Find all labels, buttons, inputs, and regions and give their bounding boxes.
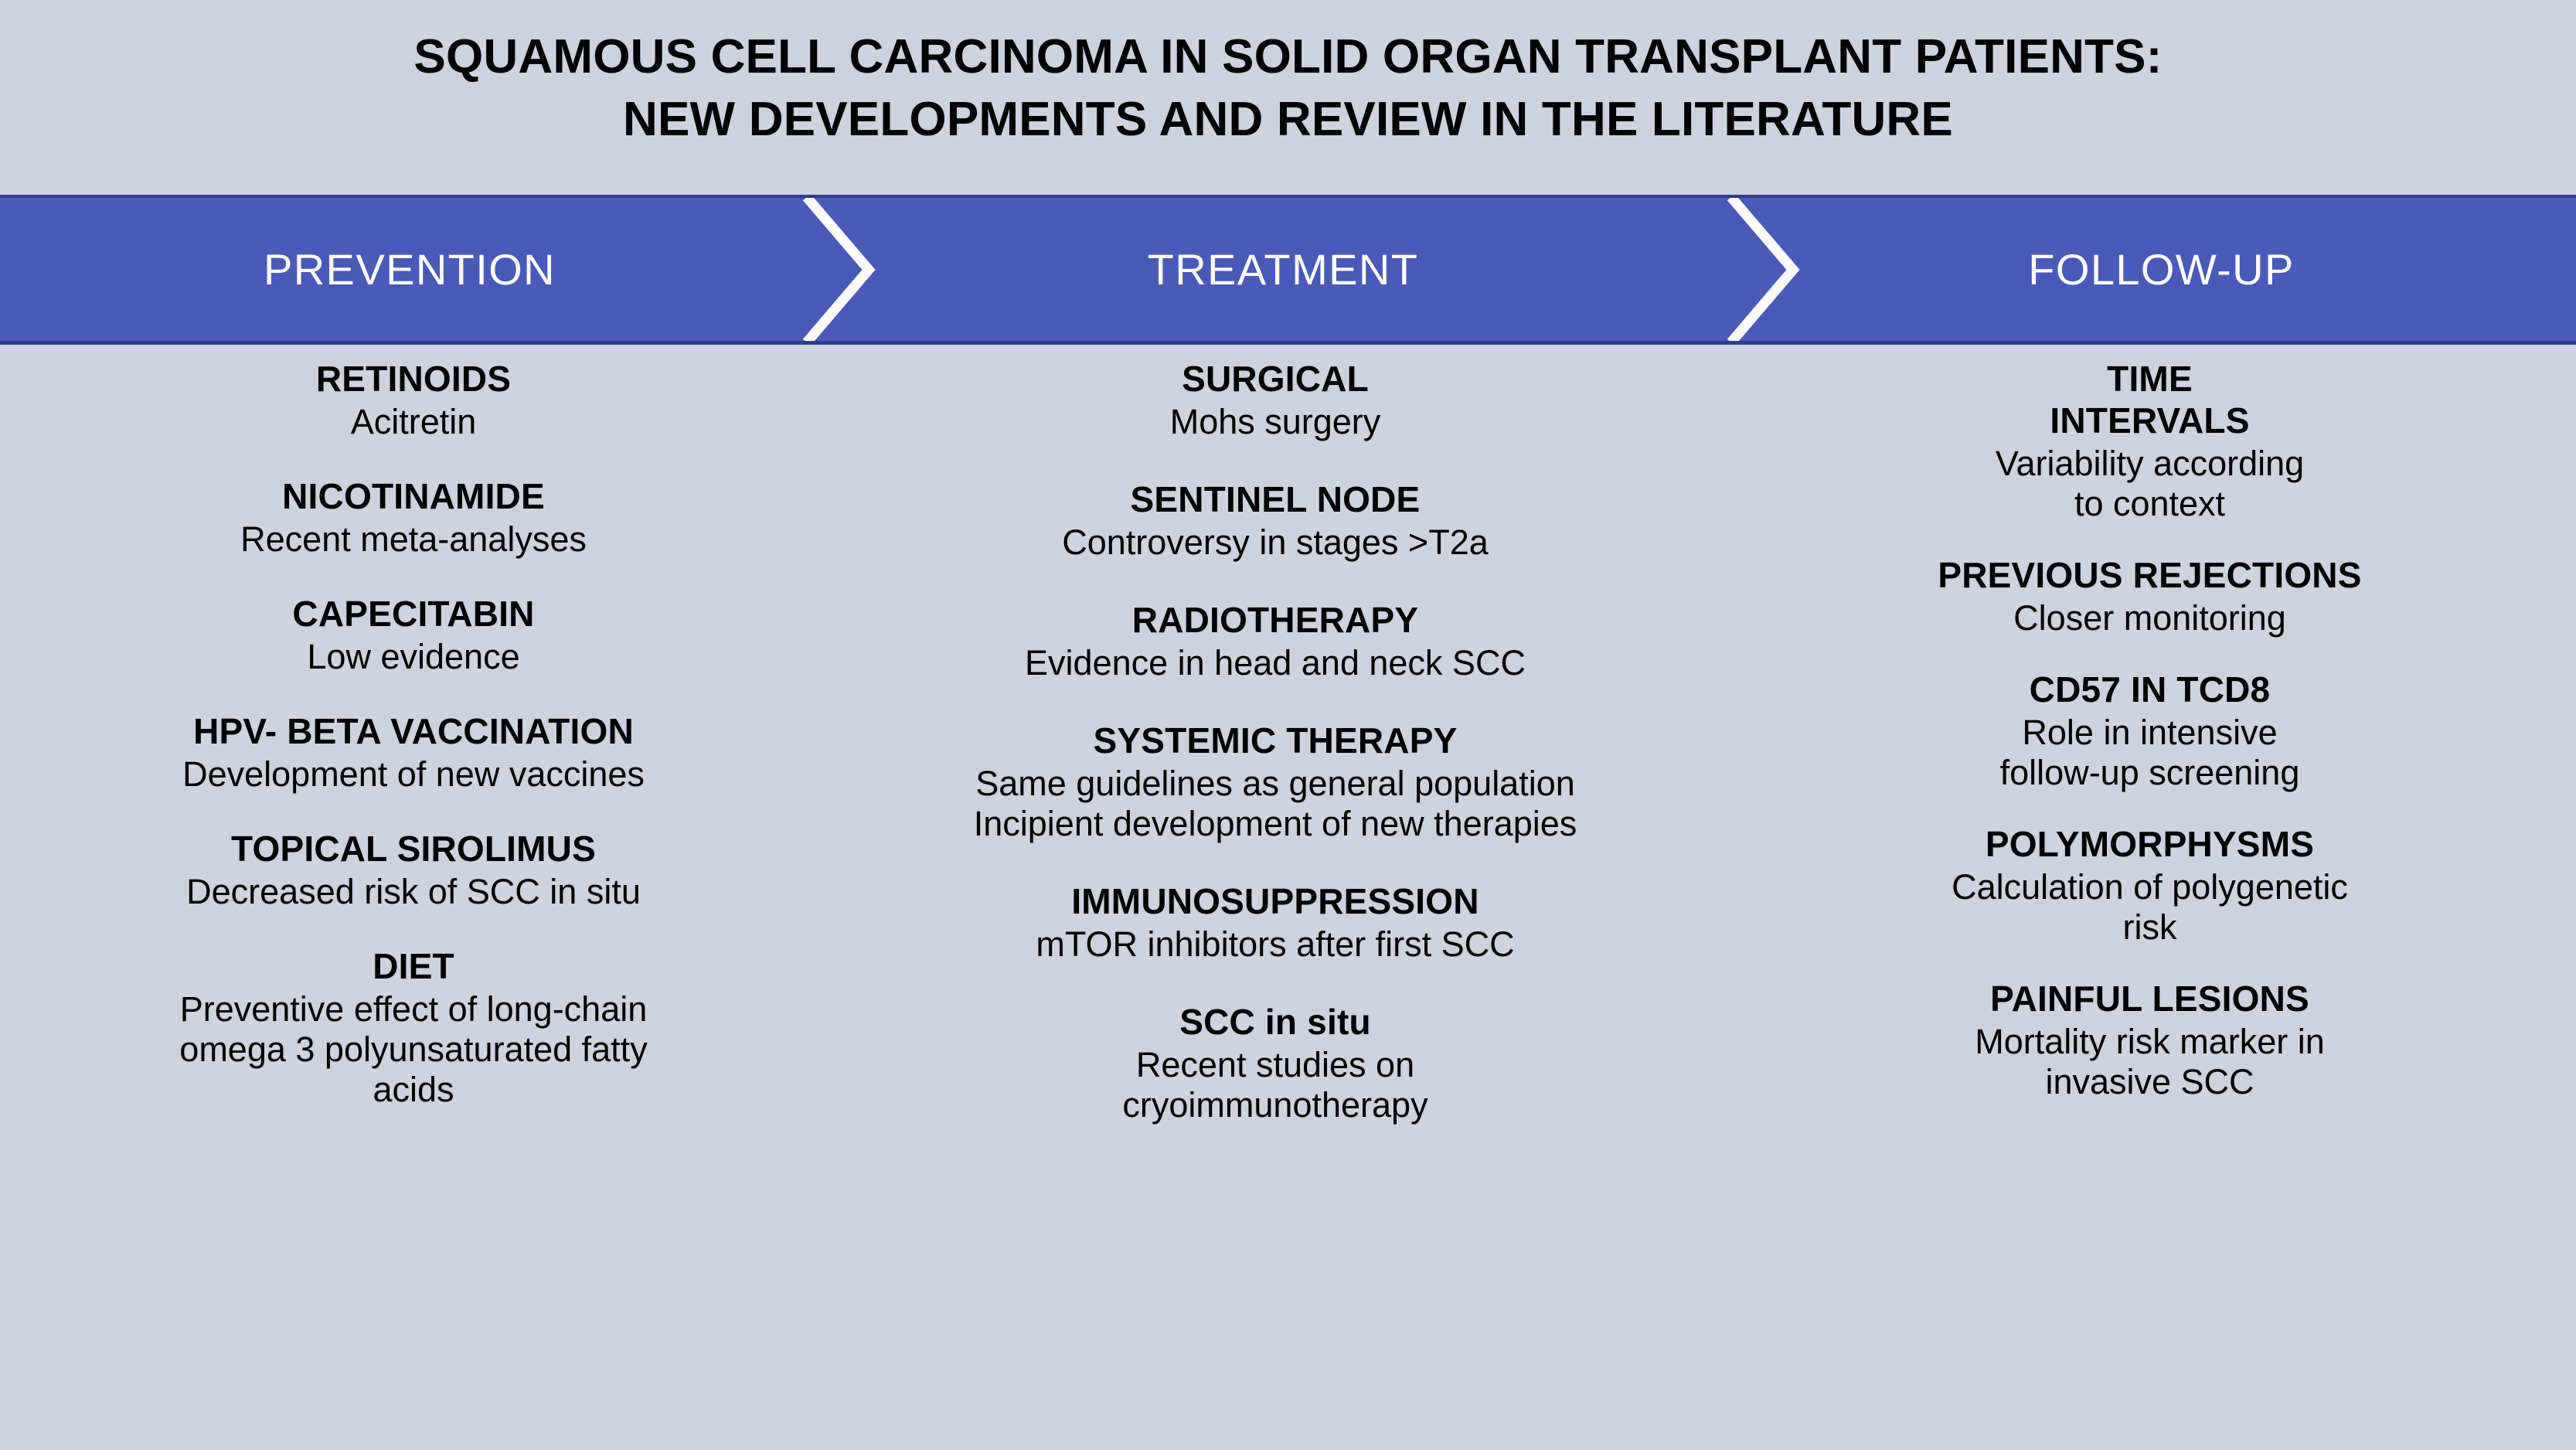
entry-title: SURGICAL bbox=[1182, 359, 1369, 399]
entry-title: CAPECITABIN bbox=[292, 594, 535, 634]
entry-description: mTOR inhibitors after first SCC bbox=[1036, 924, 1515, 964]
list-item: SURGICAL Mohs surgery bbox=[846, 359, 1705, 442]
list-item: CAPECITABIN Low evidence bbox=[23, 594, 804, 677]
list-item: PREVIOUS REJECTIONS Closer monitoring bbox=[1754, 555, 2545, 638]
stage-header-treatment[interactable]: TREATMENT bbox=[819, 198, 1747, 341]
entry-title: PREVIOUS REJECTIONS bbox=[1938, 555, 2362, 595]
entry-description: Mortality risk marker in invasive SCC bbox=[1975, 1022, 2325, 1102]
list-item: NICOTINAMIDE Recent meta-analyses bbox=[23, 476, 804, 560]
entry-title: SENTINEL NODE bbox=[1130, 479, 1421, 519]
entry-description: Mohs surgery bbox=[1169, 401, 1381, 441]
entry-description: Recent meta-analyses bbox=[240, 519, 587, 559]
entry-description: Preventive effect of long-chain omega 3 … bbox=[179, 989, 648, 1110]
stage-header-followup[interactable]: FOLLOW-UP bbox=[1747, 198, 2576, 341]
list-item: SENTINEL NODE Controversy in stages >T2a bbox=[846, 479, 1705, 563]
entry-description: Recent studies on cryoimmunotherapy bbox=[1122, 1045, 1428, 1125]
entry-title: NICOTINAMIDE bbox=[282, 476, 545, 516]
list-item: IMMUNOSUPPRESSION mTOR inhibitors after … bbox=[846, 881, 1705, 965]
entry-title: PAINFUL LESIONS bbox=[1990, 979, 2309, 1019]
entry-description: Decreased risk of SCC in situ bbox=[186, 871, 641, 911]
content-columns: RETINOIDS Acitretin NICOTINAMIDE Recent … bbox=[0, 345, 2576, 1450]
entry-title: SCC in situ bbox=[1179, 1002, 1371, 1043]
list-item: SYSTEMIC THERAPY Same guidelines as gene… bbox=[846, 720, 1705, 844]
entry-title: CD57 IN TCD8 bbox=[2029, 669, 2271, 710]
entry-title: TOPICAL SIROLIMUS bbox=[231, 829, 596, 869]
entry-title: TIME INTERVALS bbox=[2050, 359, 2250, 441]
page-title-line-2: NEW DEVELOPMENTS AND REVIEW IN THE LITER… bbox=[623, 92, 1953, 146]
entry-title: SYSTEMIC THERAPY bbox=[1093, 720, 1458, 761]
entry-title: HPV- BETA VACCINATION bbox=[193, 711, 634, 751]
entry-description: Role in intensive follow-up screening bbox=[1999, 712, 2300, 792]
list-item: RADIOTHERAPY Evidence in head and neck S… bbox=[846, 600, 1705, 683]
entry-description: Development of new vaccines bbox=[182, 754, 645, 794]
entry-description: Closer monitoring bbox=[2013, 597, 2286, 638]
page-title-line-1: SQUAMOUS CELL CARCINOMA IN SOLID ORGAN T… bbox=[413, 30, 2163, 83]
page-title: SQUAMOUS CELL CARCINOMA IN SOLID ORGAN T… bbox=[0, 0, 2576, 151]
list-item: TIME INTERVALS Variability according to … bbox=[1754, 359, 2545, 524]
list-item: HPV- BETA VACCINATION Development of new… bbox=[23, 711, 804, 795]
entry-description: Same guidelines as general population In… bbox=[973, 763, 1577, 843]
list-item: PAINFUL LESIONS Mortality risk marker in… bbox=[1754, 979, 2545, 1102]
entry-description: Evidence in head and neck SCC bbox=[1025, 642, 1526, 682]
entry-title: IMMUNOSUPPRESSION bbox=[1071, 881, 1479, 922]
list-item: POLYMORPHYSMS Calculation of polygenetic… bbox=[1754, 824, 2545, 948]
list-item: SCC in situ Recent studies on cryoimmuno… bbox=[846, 1002, 1705, 1125]
process-band: PREVENTION TREATMENT FOLLOW-UP bbox=[0, 195, 2576, 345]
entry-title: DIET bbox=[373, 946, 454, 986]
entry-description: Controversy in stages >T2a bbox=[1062, 522, 1489, 562]
column-followup: TIME INTERVALS Variability according to … bbox=[1724, 345, 2576, 1134]
list-item: DIET Preventive effect of long-chain ome… bbox=[23, 946, 804, 1110]
stage-header-prevention[interactable]: PREVENTION bbox=[0, 198, 819, 341]
entry-title: RETINOIDS bbox=[315, 359, 512, 399]
column-prevention: RETINOIDS Acitretin NICOTINAMIDE Recent … bbox=[0, 345, 827, 1144]
list-item: TOPICAL SIROLIMUS Decreased risk of SCC … bbox=[23, 829, 804, 912]
entry-title: RADIOTHERAPY bbox=[1131, 600, 1419, 640]
entry-description: Variability according to context bbox=[1995, 443, 2305, 523]
entry-title: POLYMORPHYSMS bbox=[1985, 824, 2315, 865]
list-item: RETINOIDS Acitretin bbox=[23, 359, 804, 442]
entry-description: Acitretin bbox=[350, 401, 477, 441]
stage-header-followup-label: FOLLOW-UP bbox=[2028, 245, 2295, 294]
stage-header-prevention-label: PREVENTION bbox=[263, 245, 556, 294]
list-item: CD57 IN TCD8 Role in intensive follow-up… bbox=[1754, 669, 2545, 793]
stage-header-treatment-label: TREATMENT bbox=[1147, 245, 1419, 294]
entry-description: Low evidence bbox=[307, 636, 520, 676]
entry-description: Calculation of polygenetic risk bbox=[1952, 867, 2348, 948]
column-treatment: SURGICAL Mohs surgery SENTINEL NODE Cont… bbox=[827, 345, 1724, 1162]
